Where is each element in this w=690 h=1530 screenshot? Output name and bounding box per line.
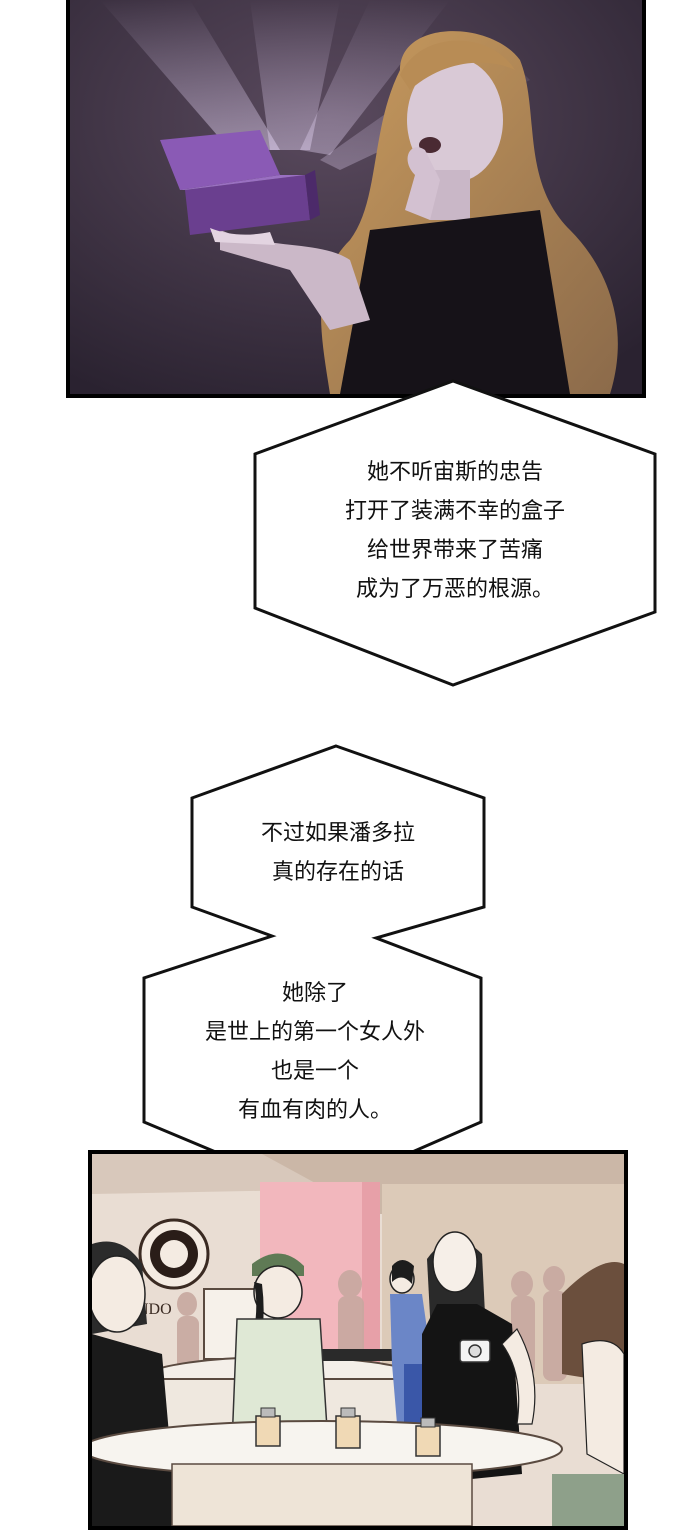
narration-line: 给世界带来了苦痛 <box>366 538 543 563</box>
narration-line: 是世上的第一个女人外 <box>204 1020 425 1045</box>
foreground-man-left <box>92 1241 177 1526</box>
narration-line: 成为了万恶的根源。 <box>355 577 554 602</box>
shopper-green-beanie <box>231 1253 329 1445</box>
narration-box-1: 她不听宙斯的忠告 打开了装满不幸的盒子 给世界带来了苦痛 成为了万恶的根源。 <box>250 378 660 690</box>
narration-line: 她除了 <box>281 981 348 1006</box>
narration-box-1-text: 她不听宙斯的忠告 打开了装满不幸的盒子 给世界带来了苦痛 成为了万恶的根源。 <box>250 453 660 609</box>
narration-line: 有血有肉的人。 <box>237 1098 392 1123</box>
panel-artwork <box>70 0 642 394</box>
narration-line: 她不听宙斯的忠告 <box>366 460 543 485</box>
raised-hand <box>405 147 440 220</box>
narration-line: 真的存在的话 <box>271 860 404 885</box>
narration-box-1-outline <box>253 379 657 687</box>
arm <box>220 230 370 330</box>
perfume-bottle-icon <box>335 1407 361 1449</box>
perfume-bottle-icon <box>255 1407 281 1447</box>
narration-box-3-text: 她除了 是世上的第一个女人外 也是一个 有血有肉的人。 <box>140 974 490 1130</box>
open-mouth <box>419 137 441 153</box>
narration-line: 不过如果潘多拉 <box>260 821 415 846</box>
narration-box-2-outline <box>142 744 486 1196</box>
panel-artwork: PANDO <box>92 1154 624 1526</box>
narration-box-2-text: 不过如果潘多拉 真的存在的话 <box>192 814 484 892</box>
store-logo-icon <box>138 1218 210 1290</box>
narration-line: 打开了装满不幸的盒子 <box>344 499 565 524</box>
perfume-bottle-icon <box>415 1417 441 1457</box>
narration-line: 也是一个 <box>270 1059 359 1084</box>
narration-box-2: 不过如果潘多拉 真的存在的话 她除了 是世上的第一个女人外 也是一个 有血有肉的… <box>140 742 490 1202</box>
jewelry-box-icon <box>160 130 320 235</box>
comic-panel-store: PANDO <box>88 1150 628 1530</box>
comic-panel-pandora-box <box>66 0 646 398</box>
camera-icon <box>459 1339 491 1363</box>
black-dress <box>340 210 570 394</box>
